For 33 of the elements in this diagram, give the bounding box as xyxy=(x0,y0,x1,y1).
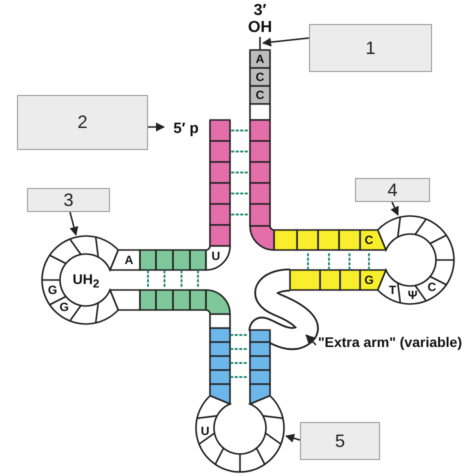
number-box: 1 xyxy=(309,24,432,72)
number-box: 4 xyxy=(355,178,430,202)
nucleotide-letter: A xyxy=(256,53,264,65)
number-box: 3 xyxy=(27,188,110,212)
nucleotide-letter: C xyxy=(256,89,264,101)
number-box: 2 xyxy=(17,95,148,150)
end-label: 3′ OH xyxy=(247,3,273,37)
annotation-text: "Extra arm" (variable) xyxy=(318,334,462,350)
arrow xyxy=(285,434,300,443)
arrow xyxy=(262,37,310,47)
nucleotide-letter: G xyxy=(364,274,374,286)
arrow xyxy=(69,212,78,236)
loop-ring xyxy=(377,215,455,305)
nucleotide-letter: G xyxy=(48,284,58,296)
arrow xyxy=(305,334,317,346)
nucleotide-letter: A xyxy=(124,254,134,266)
extra-arm-tube xyxy=(248,268,319,350)
arrow xyxy=(148,122,165,132)
end-label: 5′ p xyxy=(166,120,206,138)
nucleotide-letter: C xyxy=(256,71,264,83)
nucleotide-letter: C xyxy=(428,281,436,294)
nucleotide-letter: G xyxy=(59,301,69,314)
loop-ring xyxy=(195,395,285,473)
number-box: 5 xyxy=(300,422,380,460)
nucleotide-letter: Ψ xyxy=(408,288,418,301)
nucleotide-letter: T xyxy=(388,284,396,296)
end-line xyxy=(259,37,261,50)
nucleotide-letter: UH$_{2}$ xyxy=(72,272,100,290)
nucleotide-letter: C xyxy=(364,234,374,246)
nucleotide-letter: U xyxy=(212,250,220,262)
nucleotide-letter: U xyxy=(200,424,210,437)
arrow xyxy=(390,202,399,216)
loop-ring xyxy=(41,235,119,325)
